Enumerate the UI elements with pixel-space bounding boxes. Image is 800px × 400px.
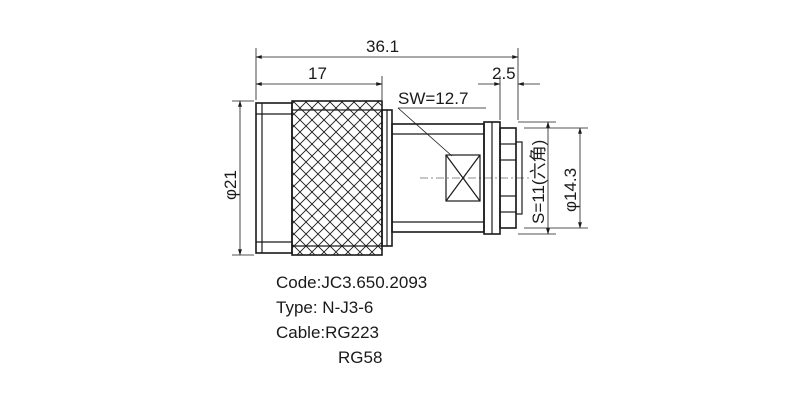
spec-cable-2: RG58 xyxy=(338,348,383,367)
outer-diameter-label: φ21 xyxy=(221,170,240,200)
wrench-size-callout: SW=12.7 xyxy=(397,89,486,157)
dimension-rear-diameter: φ14.3 xyxy=(524,127,588,229)
hex-size-label: S=11(六角) xyxy=(529,140,548,224)
coupling-front xyxy=(255,102,293,254)
spec-code: Code:JC3.650.2093 xyxy=(276,273,428,292)
dimension-overall: 36.1 xyxy=(255,37,519,120)
dimension-body: 17 xyxy=(255,64,383,100)
dim-body-label: 17 xyxy=(308,64,327,83)
dim-nut-width-label: 2.5 xyxy=(492,64,516,83)
shoulder xyxy=(381,109,393,247)
dimension-nut-width: 2.5 xyxy=(478,64,540,120)
wrench-size-label: SW=12.7 xyxy=(398,89,468,108)
knurled-nut xyxy=(291,100,383,256)
dim-overall-label: 36.1 xyxy=(366,37,399,56)
dimension-hex: S=11(六角) xyxy=(518,121,556,235)
spec-type: Type: N-J3-6 xyxy=(276,298,374,317)
spec-block: Code:JC3.650.2093 Type: N-J3-6 Cable:RG2… xyxy=(276,270,427,370)
spec-cable: Cable:RG223 xyxy=(276,323,380,342)
dimension-outer-diameter: φ21 xyxy=(221,100,254,256)
rear-diameter-label: φ14.3 xyxy=(561,168,580,212)
